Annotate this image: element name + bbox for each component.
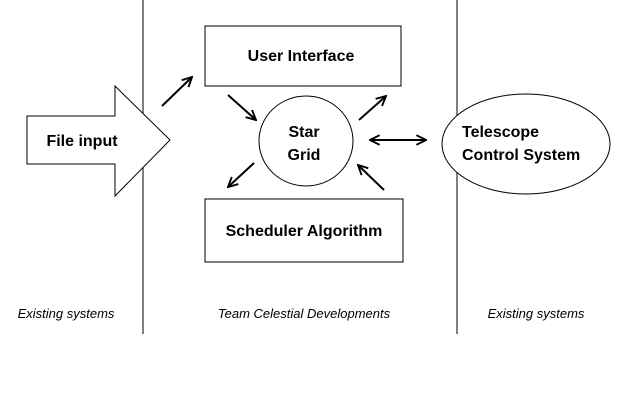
arrow-file-input-to-user-interface: [161, 77, 192, 107]
arrow-user-interface-to-star-grid: [227, 94, 256, 120]
region-label-left: Existing systems: [18, 306, 115, 321]
user-interface-label: User Interface: [248, 48, 355, 65]
region-label-right: Existing systems: [488, 306, 585, 321]
user-interface-node: User Interface: [204, 25, 402, 87]
star-grid-label-line2: Grid: [288, 147, 321, 164]
arrow-star-grid-to-scheduler: [228, 162, 255, 187]
star-grid-node: Star Grid: [258, 95, 354, 187]
telescope-ellipse: [441, 93, 611, 195]
file-input-arrow-shape: [26, 84, 171, 198]
scheduler-box: [204, 198, 404, 263]
region-label-center: Team Celestial Developments: [218, 306, 391, 321]
star-grid-label-line1: Star: [288, 124, 319, 141]
arrow-scheduler-to-star-grid: [358, 165, 385, 191]
telescope-node: Telescope Control System: [441, 93, 611, 195]
file-input-label: File input: [46, 133, 118, 150]
file-input-node: File input: [26, 84, 171, 198]
user-interface-box: [204, 25, 402, 87]
scheduler-node: Scheduler Algorithm: [204, 198, 404, 263]
telescope-label-line2: Control System: [462, 147, 580, 164]
arrow-star-grid-to-user-interface: [358, 96, 386, 121]
star-grid-circle: [258, 95, 354, 187]
scheduler-label: Scheduler Algorithm: [226, 223, 383, 240]
telescope-label-line1: Telescope: [462, 124, 539, 141]
